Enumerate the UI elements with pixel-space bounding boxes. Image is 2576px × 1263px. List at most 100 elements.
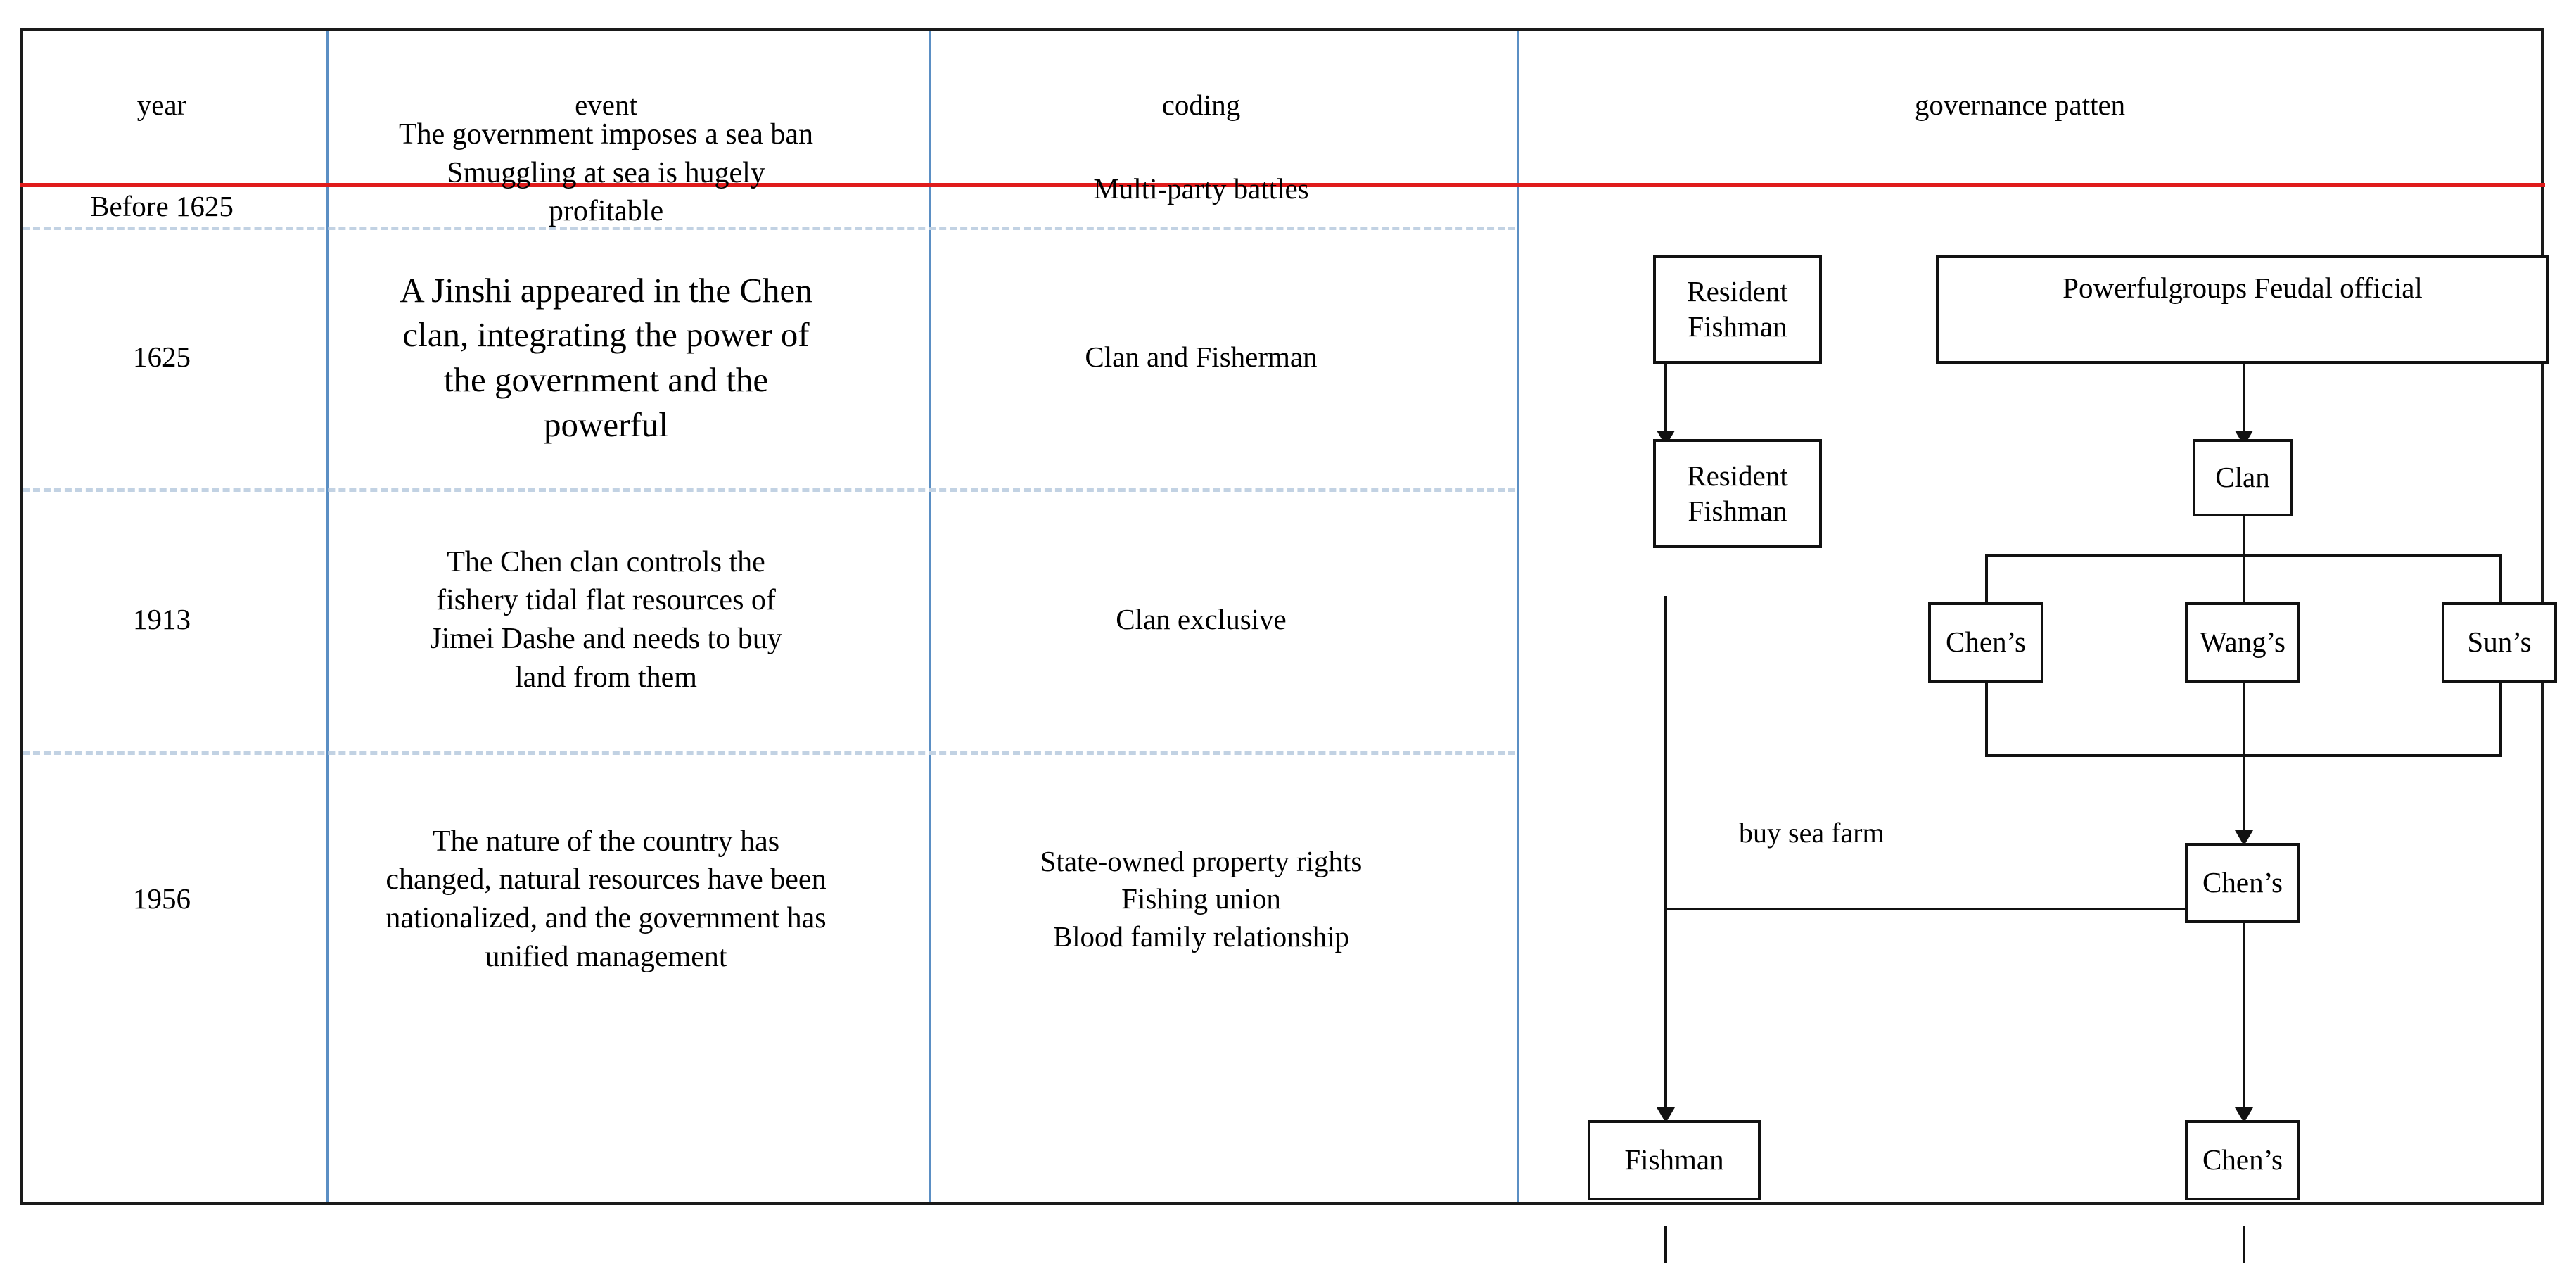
node-label: Clan xyxy=(2215,461,2270,494)
column-header-governance-label: governance patten xyxy=(1914,89,2126,122)
column-divider-3 xyxy=(1517,31,1519,1202)
cell-coding: Clan exclusive xyxy=(1116,601,1287,638)
event-line: profitable xyxy=(548,195,664,228)
cell-event-wrap: The Chen clan controls the fishery tidal… xyxy=(306,488,906,751)
coding-line: Clan and Fisherman xyxy=(1085,341,1318,374)
cell-coding-wrap: State-owned property rights Fishing unio… xyxy=(908,751,1494,1047)
arrowhead-down xyxy=(2235,1107,2253,1123)
event-line: unified management xyxy=(485,940,727,973)
event-line: The nature of the country has xyxy=(432,825,780,858)
node-wang: Wang’s xyxy=(2185,602,2300,683)
header-underline-red xyxy=(20,183,2545,187)
node-label: Sun’s xyxy=(2467,626,2532,659)
cell-year: Before 1625 xyxy=(90,190,234,223)
node-chen-2: Chen’s xyxy=(2185,843,2300,923)
column-divider-1 xyxy=(326,31,329,1202)
node-fishman: Fishman xyxy=(1588,1120,1761,1200)
cell-event-wrap: The nature of the country has changed, n… xyxy=(306,751,906,1047)
edge-resident-to-fishman xyxy=(1664,596,1667,1117)
row-divider-3 xyxy=(23,751,1515,755)
cell-event: The nature of the country has changed, n… xyxy=(385,823,826,976)
arrowhead-down xyxy=(2235,830,2253,846)
edge-resident-to-resident xyxy=(1664,362,1667,440)
row-divider-1 xyxy=(23,227,1515,230)
table-row: 1913 xyxy=(20,488,304,751)
column-divider-2 xyxy=(929,31,931,1202)
column-header-governance: governance patten xyxy=(1496,28,2544,183)
coding-line: Clan exclusive xyxy=(1116,603,1287,636)
cell-coding-wrap: Multi-party battles xyxy=(908,172,1494,227)
edge-chen2-to-chen3 xyxy=(2243,923,2245,1122)
event-line: A Jinshi appeared in the Chen xyxy=(400,270,812,310)
event-line: land from them xyxy=(515,661,697,694)
edge-label-buy-sea-farm: buy sea farm xyxy=(1739,817,1885,849)
table-row: 1625 xyxy=(20,227,304,488)
column-header-event-label: event xyxy=(575,89,637,122)
cell-event: The Chen clan controls the fishery tidal… xyxy=(430,543,782,697)
column-header-year-label: year xyxy=(136,89,187,122)
node-chen-3: Chen’s xyxy=(2185,1120,2300,1200)
bus-drop-sun xyxy=(2499,554,2502,604)
cell-coding-wrap: Clan exclusive xyxy=(908,488,1494,751)
node-label: Chen’s xyxy=(2202,866,2283,899)
event-line: The Chen clan controls the xyxy=(447,545,765,578)
edge-fishman-down xyxy=(1664,1226,1667,1263)
node-label: Powerfulgroups Feudal official xyxy=(2062,271,2423,304)
arrowhead-down xyxy=(1657,1107,1675,1123)
coding-line: State-owned property rights xyxy=(1040,845,1363,878)
cell-event: The government imposes a sea ban Smuggli… xyxy=(306,115,906,231)
node-clan: Clan xyxy=(2193,439,2293,516)
edge-clan-to-bus xyxy=(2243,515,2245,556)
edge-powerful-to-clan xyxy=(2243,362,2245,440)
edge-buy-sea-farm xyxy=(1664,908,2224,910)
bus-rise-sun xyxy=(2499,683,2502,757)
node-powerfulgroups-feudal-official: Powerfulgroups Feudal official xyxy=(1936,255,2549,364)
cell-coding: Clan and Fisherman xyxy=(1085,338,1317,376)
column-header-coding-label: coding xyxy=(1161,89,1241,122)
cell-coding-wrap: Clan and Fisherman xyxy=(908,227,1494,488)
cell-year: 1625 xyxy=(133,341,191,374)
event-line: the government and the xyxy=(443,360,769,399)
event-line: fishery tidal flat resources of xyxy=(436,584,776,617)
node-label: Chen’s xyxy=(1946,626,2026,659)
event-line: Smuggling at sea is hugely xyxy=(447,156,765,189)
column-header-event: event xyxy=(306,28,906,183)
event-line: changed, natural resources have been xyxy=(385,863,827,896)
node-label: Fishman xyxy=(1624,1143,1724,1176)
edge-bus-to-chen2 xyxy=(2243,754,2245,839)
cell-event: A Jinshi appeared in the Chen clan, inte… xyxy=(400,268,812,448)
bus-drop-chen xyxy=(1985,554,1988,604)
cell-coding: Multi-party battles xyxy=(908,170,1494,208)
bus-drop-wang xyxy=(2243,554,2245,604)
edge-chen3-down xyxy=(2243,1226,2245,1263)
node-label: Wang’s xyxy=(2200,626,2285,659)
cell-year: 1956 xyxy=(133,882,191,915)
node-sun: Sun’s xyxy=(2442,602,2557,683)
coding-line: Fishing union xyxy=(1121,882,1281,915)
bus-rise-chen xyxy=(1985,683,1988,757)
event-line: The government imposes a sea ban xyxy=(399,118,813,151)
table-row: 1956 xyxy=(20,751,304,1047)
column-header-coding: coding xyxy=(908,28,1494,183)
coding-line: Multi-party battles xyxy=(1093,172,1309,205)
row-divider-2 xyxy=(23,488,1515,492)
node-chen-1: Chen’s xyxy=(1928,602,2043,683)
cell-event-wrap: A Jinshi appeared in the Chen clan, inte… xyxy=(306,227,906,488)
coding-line: Blood family relationship xyxy=(1052,920,1350,953)
bus-rise-wang xyxy=(2243,683,2245,757)
column-header-year: year xyxy=(20,28,304,183)
event-line: clan, integrating the power of xyxy=(402,315,810,355)
cell-event-wrap: The government imposes a sea ban Smuggli… xyxy=(306,118,906,227)
cell-year: 1913 xyxy=(133,603,191,636)
event-line: Jimei Dashe and needs to buy xyxy=(430,623,782,655)
cell-coding: State-owned property rights Fishing unio… xyxy=(1040,843,1363,956)
node-label: Chen’s xyxy=(2202,1143,2283,1176)
table-row: Before 1625 xyxy=(20,187,304,227)
event-line: nationalized, and the government has xyxy=(385,902,827,934)
